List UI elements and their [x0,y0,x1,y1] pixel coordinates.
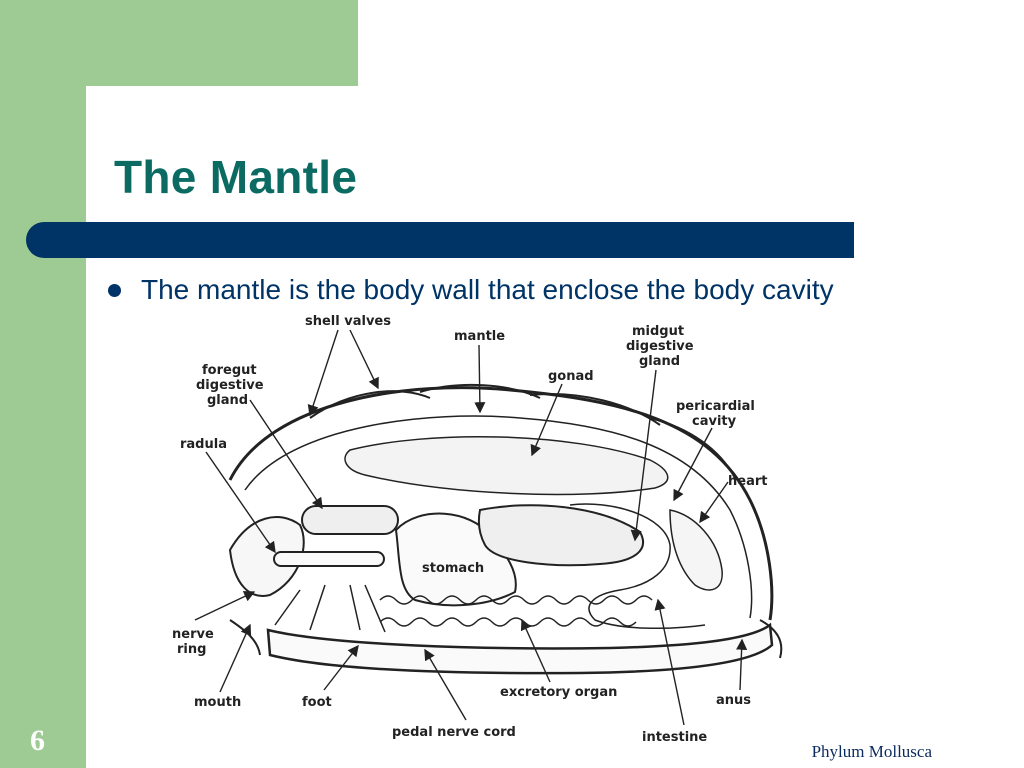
slide-title: The Mantle [114,151,358,203]
label-mantle: mantle [454,329,505,344]
slide-number: 6 [30,724,45,757]
bullet-dot-icon [108,283,121,297]
bullet-text: The mantle is the body wall that enclose… [141,274,834,305]
bullet-item: The mantle is the body wall that enclose… [108,274,834,306]
label-radula: radula [180,437,227,452]
label-pericardial-1: pericardial [676,399,755,414]
label-stomach: stomach [422,561,484,576]
mollusc-anatomy-diagram: shell valves mantle midgut digestive gla… [172,314,783,745]
label-midgut-1: midgut [632,324,684,339]
label-mouth: mouth [194,695,241,710]
label-pericardial-2: cavity [692,414,737,429]
diagram-labels: shell valves mantle midgut digestive gla… [172,314,767,745]
label-leader-lines [194,329,748,726]
label-midgut-3: gland [639,354,680,369]
label-foregut-2: digestive [196,378,264,393]
label-pedal-nerve-cord: pedal nerve cord [392,725,516,740]
label-foregut-3: gland [207,393,248,408]
label-foot: foot [302,695,332,710]
label-foregut-1: foregut [202,363,257,378]
footer-text: Phylum Mollusca [811,742,932,761]
label-intestine: intestine [642,730,707,745]
label-excretory-organ: excretory organ [500,685,617,700]
label-nerve-ring-2: ring [177,642,206,657]
label-heart: heart [728,474,767,489]
label-shell-valves: shell valves [305,314,391,329]
mollusc-body-drawing [228,383,783,675]
label-nerve-ring-1: nerve [172,627,214,642]
label-gonad: gonad [548,369,594,384]
label-anus: anus [716,693,751,708]
green-side-band [0,0,86,768]
title-underline-bar [26,222,854,258]
label-midgut-2: digestive [626,339,694,354]
